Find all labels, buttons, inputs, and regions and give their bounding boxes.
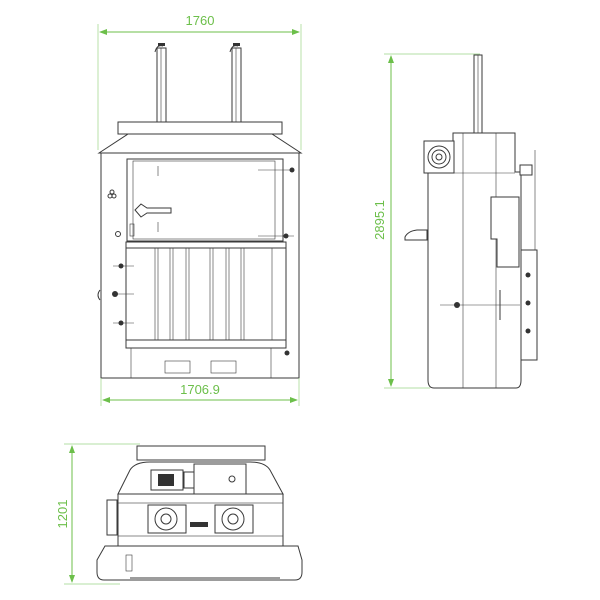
top-base	[96, 545, 303, 581]
side-handle	[404, 229, 428, 241]
dimension-label-1706-9: 1706.9	[180, 382, 220, 397]
side-panel	[490, 196, 520, 268]
top-view: 1201	[55, 443, 303, 585]
top-beam	[117, 493, 284, 547]
hydraulic-cylinders	[154, 43, 242, 123]
front-view: 1760	[97, 13, 303, 406]
oil-tank	[193, 463, 247, 495]
top-plate	[117, 121, 283, 135]
chamber-bars	[154, 248, 273, 340]
dimension-width-bottom: 1706.9	[100, 378, 300, 406]
dimension-depth: 1201	[55, 443, 140, 585]
dimension-width-top: 1760	[97, 13, 302, 150]
dimension-label-1760: 1760	[186, 13, 215, 28]
hood	[97, 133, 303, 154]
press-chamber	[125, 247, 287, 341]
dimension-height: 2895.1	[372, 53, 480, 389]
dimension-label-2895-1: 2895.1	[372, 200, 387, 240]
cylinder-mount-left	[147, 504, 187, 534]
cylinder-mount-right	[214, 504, 254, 534]
side-view: 2895.1	[372, 53, 538, 389]
dimension-label-1201: 1201	[55, 500, 70, 529]
upper-door	[126, 158, 284, 242]
door-handle	[134, 203, 172, 218]
top-frame	[136, 445, 266, 461]
latches-left	[97, 263, 290, 356]
